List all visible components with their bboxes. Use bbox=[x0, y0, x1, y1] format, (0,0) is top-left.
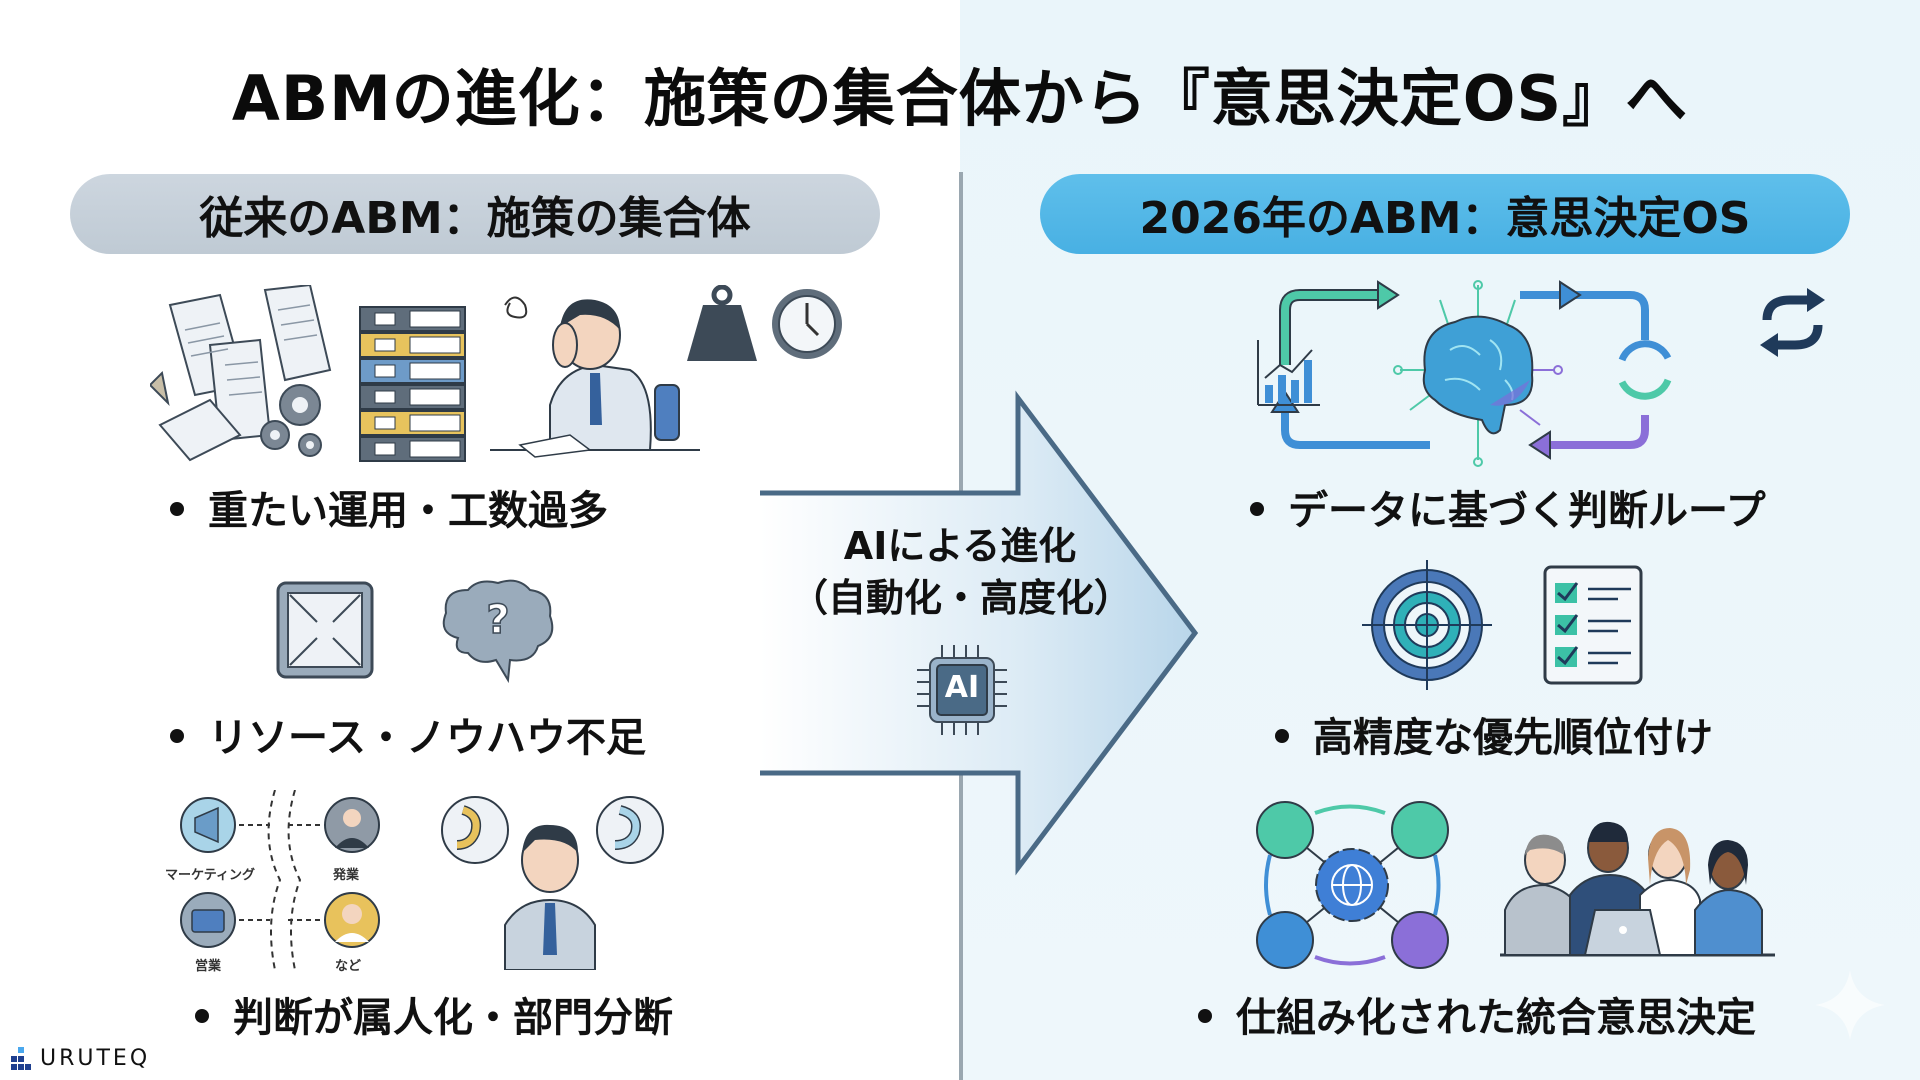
bullet-dot bbox=[195, 1009, 209, 1023]
checklist-icon bbox=[1543, 565, 1643, 685]
arrow-label-line2: （自動化・高度化） bbox=[790, 576, 1133, 620]
bullet-dot bbox=[170, 729, 184, 743]
bullet-dot bbox=[1275, 729, 1289, 743]
clock-icon bbox=[772, 289, 842, 359]
ai-chip-icon: AI bbox=[912, 640, 1012, 740]
left-bullet-2-text: リソース・ノウハウ不足 bbox=[208, 715, 646, 761]
team-meeting-illustration bbox=[1500, 821, 1775, 957]
data-decision-loop-diagram bbox=[1257, 280, 1672, 467]
sparkle-watermark-icon bbox=[1815, 970, 1885, 1040]
ai-chip-label: AI bbox=[944, 670, 980, 705]
brain-question-icon: ? bbox=[442, 579, 554, 683]
right-bullet-1: データに基づく判断ループ bbox=[1250, 478, 1766, 536]
bar-chart-icon bbox=[1257, 340, 1320, 406]
department-label-etc: など bbox=[335, 959, 362, 974]
empty-box-icon bbox=[276, 581, 374, 679]
left-bullet-2: リソース・ノウハウ不足 bbox=[170, 705, 646, 763]
target-icon bbox=[1362, 560, 1492, 690]
right-bullet-3: 仕組み化された統合意思決定 bbox=[1198, 985, 1756, 1043]
evolution-arrow bbox=[760, 390, 1199, 876]
integrated-system-diagram bbox=[1256, 801, 1449, 969]
right-header-text: 2026年のABM：意思決定OS bbox=[1139, 193, 1751, 244]
svg-text:?: ? bbox=[486, 597, 509, 643]
brand-logo: URUTEQ bbox=[8, 1046, 150, 1071]
bullet-dot bbox=[170, 502, 184, 516]
left-bullet-1: 重たい運用・工数過多 bbox=[170, 478, 608, 536]
refresh-icon[interactable] bbox=[1755, 285, 1830, 360]
person-icon bbox=[324, 797, 380, 853]
bullet-dot bbox=[1250, 502, 1264, 516]
right-bullet-3-text: 仕組み化された統合意思決定 bbox=[1236, 995, 1756, 1041]
briefcase-icon bbox=[180, 892, 236, 948]
bullet-dot bbox=[1198, 1009, 1212, 1023]
logo-blocks-icon bbox=[11, 1046, 31, 1070]
left-section-header: 従来のABM：施策の集合体 bbox=[70, 174, 880, 254]
right-section-header: 2026年のABM：意思決定OS bbox=[1040, 174, 1850, 254]
logo-text: URUTEQ bbox=[40, 1046, 151, 1071]
department-label-sales: 営業 bbox=[195, 959, 222, 974]
department-label-2: 発業 bbox=[333, 868, 360, 883]
cycle-icon bbox=[1618, 340, 1672, 400]
right-bullet-1-text: データに基づく判断ループ bbox=[1288, 488, 1766, 534]
right-bullet-2: 高精度な優先順位付け bbox=[1275, 705, 1713, 763]
confused-person-icon bbox=[441, 796, 664, 970]
brain-ai-icon bbox=[1393, 280, 1563, 467]
stressed-worker-icon bbox=[490, 296, 700, 458]
page-title: ABMの進化：施策の集合体から『意思決定OS』へ bbox=[231, 62, 1689, 135]
right-bullet-2-text: 高精度な優先順位付け bbox=[1313, 715, 1713, 761]
scattered-documents-icon bbox=[150, 285, 332, 462]
binder-stack-icon bbox=[359, 306, 466, 462]
left-header-text: 従来のABM：施策の集合体 bbox=[199, 193, 751, 244]
woman-icon bbox=[324, 892, 380, 948]
department-silos-diagram bbox=[180, 790, 380, 970]
department-label-marketing: マーケティング bbox=[165, 868, 255, 883]
megaphone-icon bbox=[180, 797, 236, 853]
left-bullet-1-text: 重たい運用・工数過多 bbox=[208, 488, 608, 534]
left-bullet-3: 判断が属人化・部門分断 bbox=[195, 985, 673, 1043]
arrow-label: AIによる進化 （自動化・高度化） bbox=[790, 520, 1133, 624]
arrow-label-line1: AIによる進化 bbox=[843, 524, 1077, 568]
left-bullet-3-text: 判断が属人化・部門分断 bbox=[233, 995, 673, 1041]
weight-icon bbox=[687, 285, 757, 361]
